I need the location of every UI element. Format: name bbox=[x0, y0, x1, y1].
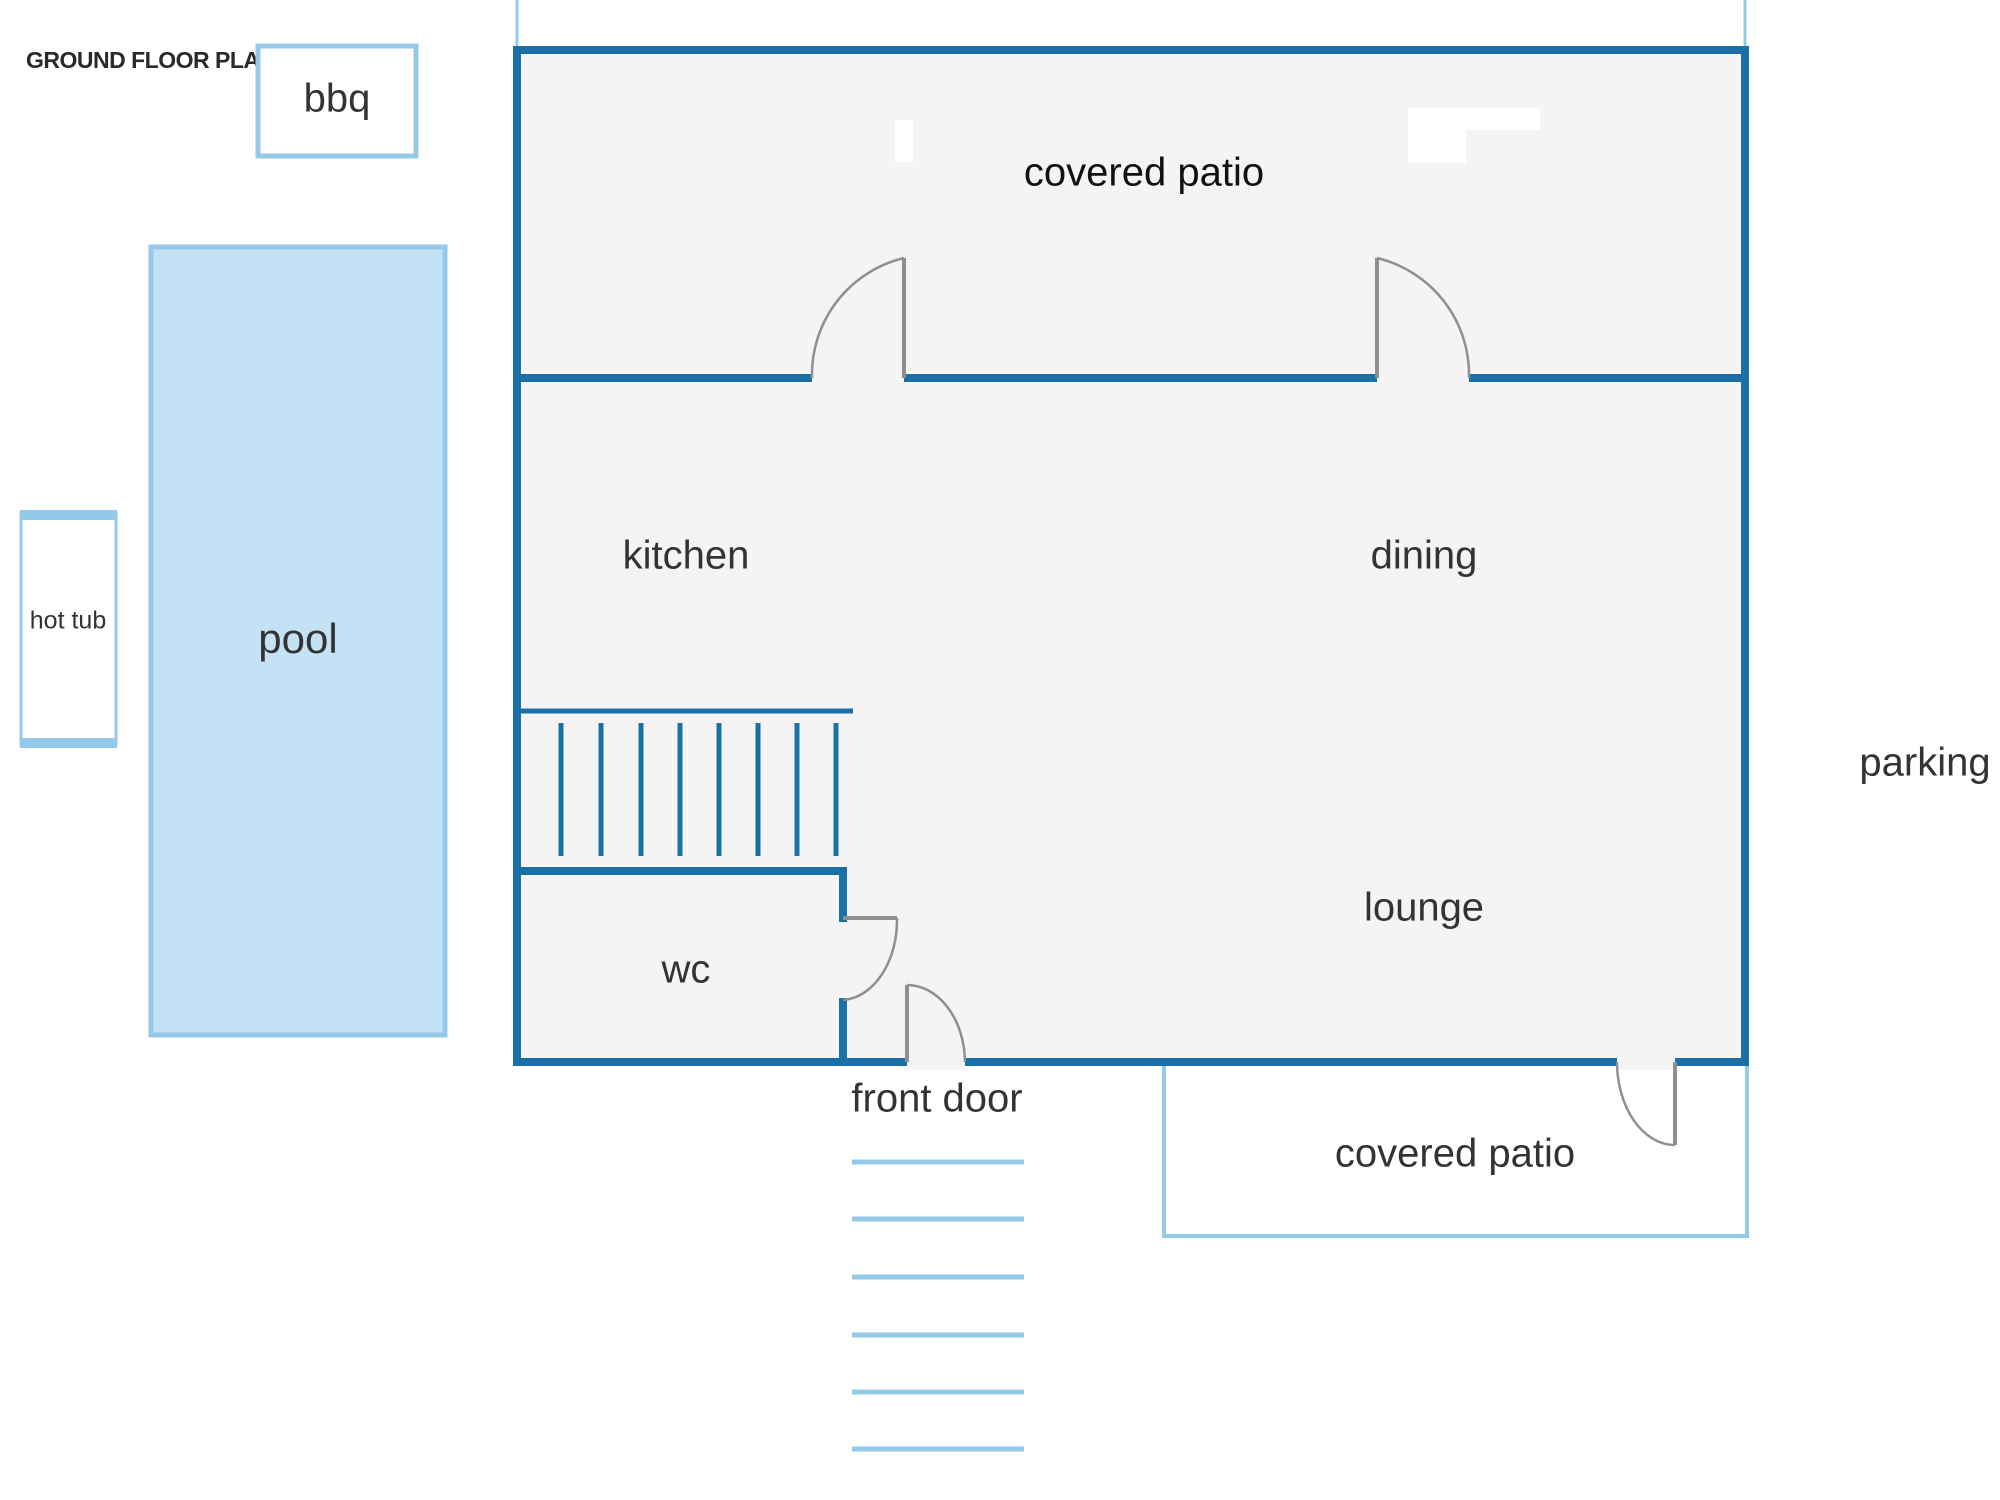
covered-patio-bottom-outline bbox=[1162, 1066, 1749, 1238]
covered-patio-top-floor bbox=[517, 50, 1745, 378]
bbq-outline bbox=[255, 43, 419, 159]
hot-tub-top-edge bbox=[20, 510, 117, 520]
lounge-label: lounge bbox=[1364, 886, 1484, 930]
wc-door-swing bbox=[842, 917, 899, 1002]
patio-door-left[interactable] bbox=[810, 256, 906, 386]
pool-label: pool bbox=[258, 615, 337, 662]
parking-label: parking bbox=[1859, 741, 1990, 785]
hot-tub-bottom-edge bbox=[20, 738, 117, 748]
wc-door[interactable] bbox=[842, 916, 899, 1002]
hot-tub-label: hot tub bbox=[30, 607, 106, 635]
patio-obstruction-3 bbox=[1408, 108, 1466, 163]
plan-title: GROUND FLOOR PLAN bbox=[26, 47, 276, 73]
kitchen-label: kitchen bbox=[623, 534, 750, 578]
patio-door-right-gap bbox=[1377, 370, 1469, 386]
staircase bbox=[521, 708, 853, 856]
covered-patio-bottom-label: covered patio bbox=[1335, 1132, 1575, 1176]
pool-rect bbox=[148, 244, 448, 1038]
pool-area: pool bbox=[148, 244, 448, 1038]
covered-patio-bottom-area: covered patio bbox=[1162, 1066, 1749, 1238]
bbq-label: bbq bbox=[304, 77, 371, 121]
front-door-swing bbox=[906, 983, 967, 1063]
patio-side-door-gap bbox=[1617, 1054, 1675, 1070]
patio-obstruction-1 bbox=[895, 120, 913, 162]
patio-door-left-swing bbox=[810, 256, 905, 379]
wc-label: wc bbox=[661, 948, 711, 992]
patio-door-right[interactable] bbox=[1375, 256, 1471, 386]
house-interior-floor bbox=[517, 378, 1745, 1062]
front-door-gap bbox=[907, 1054, 965, 1070]
front-door-label: front door bbox=[851, 1077, 1022, 1121]
walls bbox=[513, 46, 1749, 1066]
patio-door-left-gap bbox=[812, 370, 904, 386]
front-door[interactable] bbox=[905, 983, 967, 1070]
patio-door-right-swing bbox=[1376, 256, 1471, 379]
covered-patio-top-label: covered patio bbox=[1024, 151, 1264, 195]
front-steps bbox=[852, 1159, 1024, 1452]
patio-side-door-swing bbox=[1615, 1061, 1676, 1147]
bbq-area: bbq bbox=[255, 43, 419, 159]
covered-patio-top-area: covered patio bbox=[515, 0, 1747, 378]
patio-side-door[interactable] bbox=[1615, 1054, 1677, 1147]
dining-label: dining bbox=[1371, 534, 1478, 578]
wc-room: wc bbox=[513, 867, 847, 1066]
hot-tub-area: hot tub bbox=[19, 510, 118, 748]
